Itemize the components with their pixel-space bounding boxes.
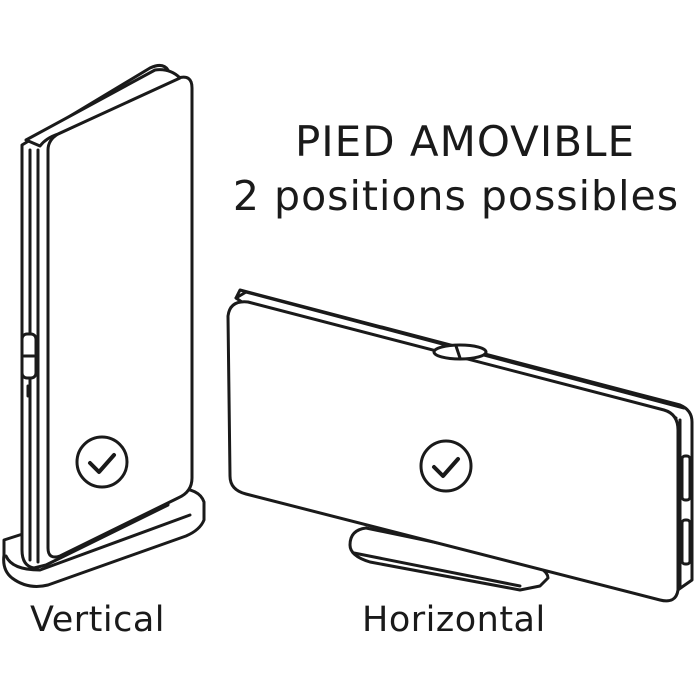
caption-vertical: Vertical xyxy=(30,600,166,640)
caption-horizontal: Horizontal xyxy=(362,600,546,640)
horizontal-device xyxy=(226,288,694,603)
check-circle-icon xyxy=(75,435,129,489)
heading-title: PIED AMOVIBLE xyxy=(294,117,636,166)
heading-subtitle: 2 positions possibles xyxy=(232,172,680,220)
vertical-device xyxy=(2,63,206,588)
check-circle-icon xyxy=(419,439,473,493)
vertical-front-face xyxy=(46,75,194,559)
